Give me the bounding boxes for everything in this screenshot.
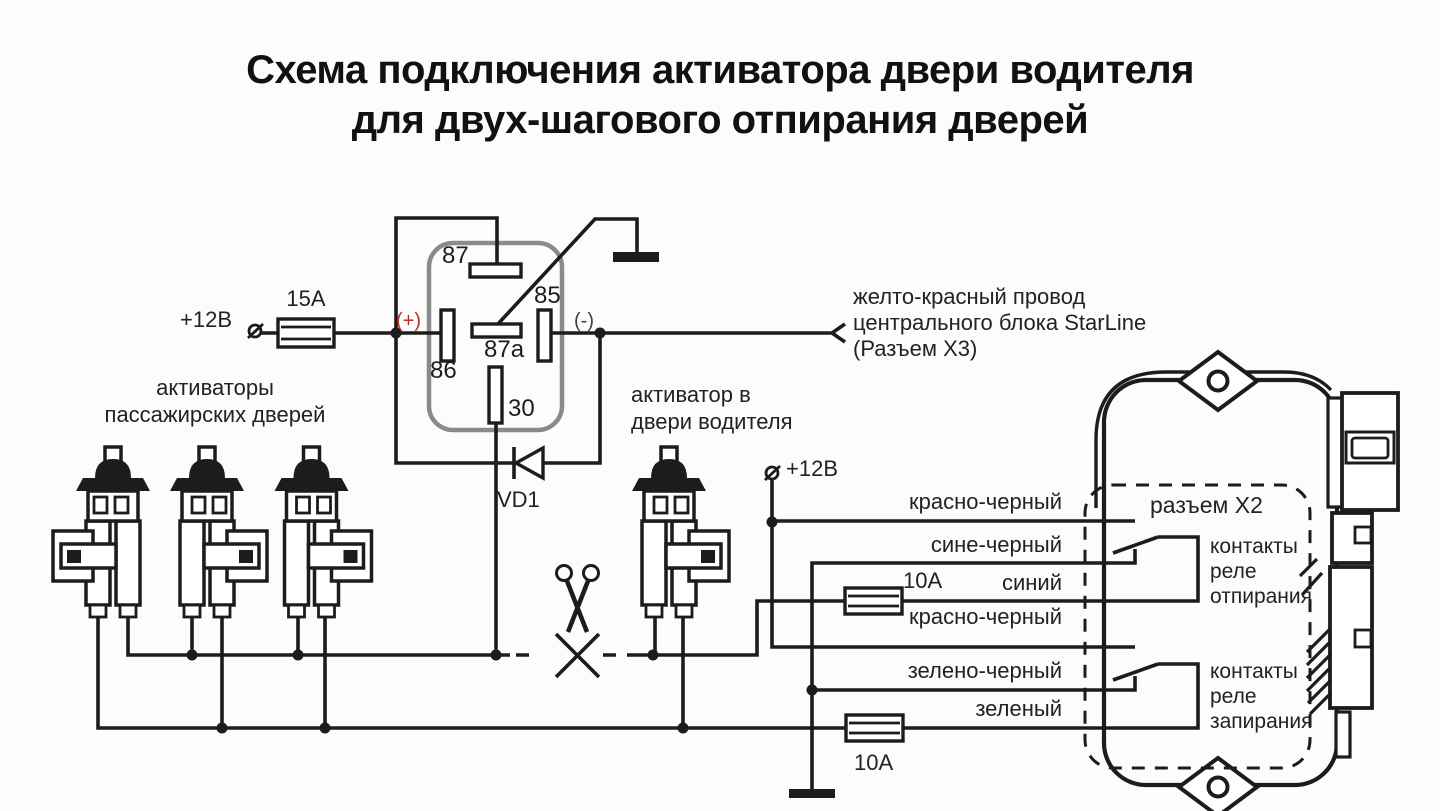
fuse-10a-green-label: 10А <box>854 750 894 775</box>
x3-connector-chevron <box>830 322 847 344</box>
scissors-icon <box>555 564 600 633</box>
unit-casing-seam <box>1094 370 1333 508</box>
terminals <box>247 322 781 482</box>
relay-pin-87-label: 87 <box>442 242 469 269</box>
terminal-12v-right <box>764 464 781 482</box>
relay-pin-85-label: 85 <box>534 282 561 309</box>
wire-red-black-1-label: красно-черный <box>909 489 1062 514</box>
starline-unit <box>1083 349 1400 811</box>
junction-dots <box>186 327 818 734</box>
wire-green-black-label: зелено-черный <box>907 658 1062 683</box>
power-12v-right-label: +12В <box>786 456 838 481</box>
x2-connector-label: разъем X2 <box>1150 492 1263 518</box>
passenger-actuator-3 <box>272 445 374 619</box>
wire-coil-loop <box>394 216 602 465</box>
wire-green-black <box>812 676 1137 692</box>
actuator3-wires <box>296 617 327 728</box>
pin-87a-bar <box>470 322 523 339</box>
x2-connector-boundary <box>1083 483 1312 770</box>
wire-87a-ground <box>495 217 639 327</box>
fuse-10a-blue <box>843 586 904 616</box>
pin-87-bar <box>468 262 523 279</box>
diagram-title-line2: для двух-шагового отпирания дверей <box>351 98 1089 142</box>
wire-blue-label: синий <box>1001 570 1062 595</box>
mounting-tabs <box>1175 349 1261 811</box>
unlock-contact-arm <box>1112 535 1159 555</box>
mounting-hole-bottom <box>1206 775 1230 799</box>
diode-vd1 <box>512 445 545 481</box>
lock-relay-contacts-label: контакты реле запирания <box>1210 660 1313 733</box>
driver-actuator-label: активатор в двери водителя <box>631 382 793 434</box>
relay-plus-label: (+) <box>396 310 421 332</box>
relay-pin-87a-label: 87a <box>484 336 525 363</box>
relay-pin-86-label: 86 <box>430 357 457 384</box>
ground-symbol-top <box>613 252 659 262</box>
passenger-actuator-1 <box>51 445 152 619</box>
actuator2-wires <box>190 617 224 728</box>
relay-pin-30-label: 30 <box>508 395 535 422</box>
relay-minus-label: (-) <box>574 310 594 332</box>
wire-blue-rail <box>902 535 1200 603</box>
fuse-10a-green <box>844 713 905 743</box>
passenger-actuator-2 <box>168 445 269 619</box>
bus-unlock-left <box>126 617 510 657</box>
diagram-title-line1: Схема подключения активатора двери водит… <box>246 48 1194 92</box>
pin-86-bar <box>439 308 456 363</box>
bus-lock <box>96 617 846 730</box>
hatching <box>1305 626 1333 716</box>
unlock-relay-contacts-label: контакты реле отпирания <box>1210 535 1312 608</box>
mounting-hole-top <box>1206 369 1230 393</box>
relay-pins <box>439 262 553 425</box>
ground-symbol-bottom <box>789 789 835 798</box>
terminal-12v-left <box>247 322 264 340</box>
fuse-10a-blue-label: 10А <box>903 568 943 593</box>
cut-x-mark <box>554 632 601 679</box>
starline-x3-wire-label: желто-красный провод центрального блока … <box>853 284 1147 361</box>
driver-actuator <box>630 445 731 619</box>
wire-blue-black-label: сине-черный <box>930 532 1062 557</box>
power-12v-left-label: +12В <box>180 307 232 332</box>
wire-green-rail <box>903 662 1200 730</box>
wire-blue-black-ground <box>810 549 1137 793</box>
fuses <box>276 317 905 743</box>
wires <box>96 216 1200 793</box>
pin-85-bar <box>536 308 553 363</box>
fuse-15a-label: 15А <box>286 286 326 311</box>
pin-30-bar <box>487 365 504 425</box>
fuse-15a <box>276 317 336 349</box>
casing-notch <box>1298 557 1324 597</box>
passenger-actuators-label: активаторы пассажирских дверей <box>104 375 326 427</box>
driver-actuator-wires <box>653 617 685 728</box>
side-connectors <box>1326 391 1400 759</box>
wire-red-black-2-label: красно-черный <box>909 604 1062 629</box>
wire-green-label: зеленый <box>975 696 1062 721</box>
lock-contact-arm <box>1112 662 1159 682</box>
diode-vd1-label: VD1 <box>497 487 540 512</box>
wire-red-black-2 <box>770 480 1135 649</box>
bus-unlock-right <box>627 599 845 657</box>
